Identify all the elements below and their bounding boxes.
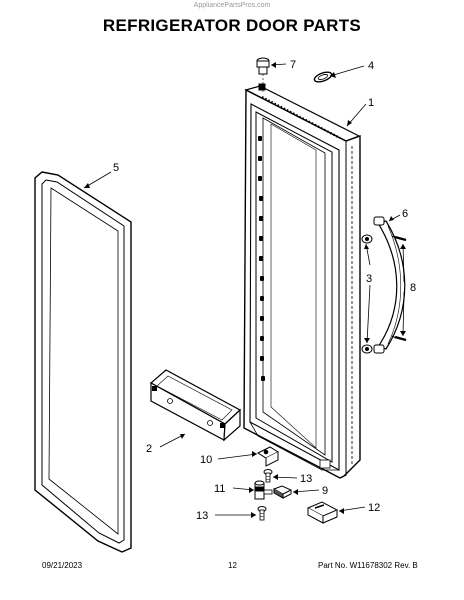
page-title: REFRIGERATOR DOOR PARTS (102, 16, 362, 35)
callout-10: 10 (200, 454, 212, 466)
hinge-pin-part[interactable] (254, 480, 273, 500)
leader-arrowheads (84, 62, 406, 518)
footer-date: 09/21/2023 (42, 561, 83, 570)
handle-screw-part[interactable] (391, 235, 407, 342)
callout-9: 9 (322, 485, 328, 497)
door-gasket-part[interactable] (34, 171, 132, 553)
callout-6: 6 (402, 208, 408, 220)
leader-lines (83, 63, 405, 516)
callout-3: 3 (366, 273, 372, 285)
hinge-bushing-part[interactable] (256, 57, 270, 92)
handle-stud-part[interactable] (361, 234, 373, 354)
door-bin-part[interactable] (149, 369, 242, 442)
footer-part-number: Part No. W11678302 Rev. B (318, 561, 418, 570)
callout-13-lower: 13 (196, 510, 208, 522)
footer-page-number: 12 (228, 561, 237, 570)
callout-1: 1 (368, 97, 374, 109)
callout-12: 12 (368, 502, 380, 514)
callout-13-upper: 13 (300, 473, 312, 485)
screw-part-lower[interactable] (257, 506, 267, 521)
refrigerator-door-part[interactable] (243, 85, 361, 479)
callout-2: 2 (146, 443, 152, 455)
callout-labels: 7 4 1 5 6 3 8 2 10 13 11 9 12 13 (113, 59, 416, 522)
door-bin-mounts (258, 136, 265, 381)
watermark-text: AppliancePartsPros.com (193, 2, 271, 9)
screw-part-upper[interactable] (263, 469, 273, 483)
door-stop-part[interactable] (272, 485, 293, 499)
bottom-hinge-bracket-part[interactable] (256, 446, 280, 467)
callout-7: 7 (290, 59, 296, 71)
callout-5: 5 (113, 162, 119, 174)
callout-8: 8 (410, 282, 416, 294)
callout-11: 11 (214, 483, 225, 495)
hinge-cover-part[interactable] (306, 501, 339, 524)
o-ring-part[interactable] (313, 70, 333, 84)
door-handle-part[interactable] (373, 216, 406, 354)
callout-4: 4 (368, 60, 374, 72)
